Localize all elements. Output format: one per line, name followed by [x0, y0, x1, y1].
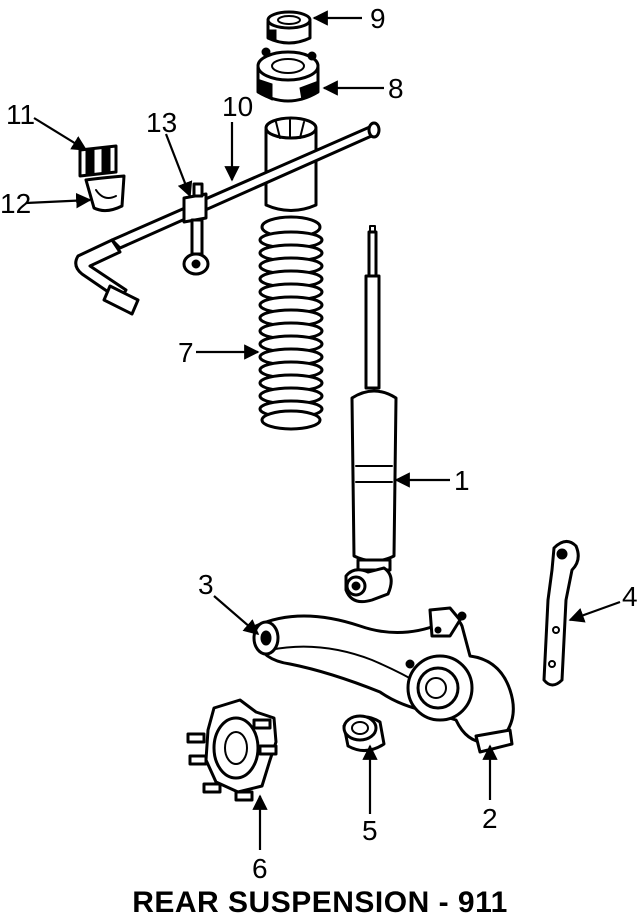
- callout-6: 6: [252, 853, 268, 884]
- part-4-tie-bar: [542, 540, 580, 687]
- callout-9: 9: [370, 3, 386, 34]
- callout-13: 13: [146, 107, 177, 138]
- leader-lines: [25, 10, 621, 850]
- callout-11: 11: [6, 99, 35, 130]
- part-12-bracket: [84, 174, 126, 213]
- callout-4: 4: [622, 581, 638, 612]
- callout-2: 2: [482, 803, 498, 834]
- wheel-stud: [258, 744, 278, 756]
- part-9-mount-cap: [266, 10, 312, 45]
- part-2-trailing-arm: [254, 606, 515, 754]
- part-8-spring-mount: [256, 47, 320, 103]
- stabilizer-bar: [74, 121, 381, 316]
- part-6-wheel-hub: [186, 698, 278, 802]
- callout-10: 10: [222, 91, 253, 122]
- callout-8: 8: [388, 73, 404, 104]
- wheel-stud: [202, 782, 222, 794]
- callout-labels: 9 8 10 11 12 13 7 1 3 4 5 2 6: [0, 3, 638, 884]
- callout-12: 12: [0, 188, 31, 219]
- part-3-bushing: [252, 620, 280, 656]
- callout-7: 7: [178, 337, 194, 368]
- part-5-wheel-bearing: [342, 714, 386, 752]
- part-11-bushing: [78, 144, 118, 178]
- part-13-link: [182, 182, 210, 276]
- part-1-shock-absorber: [344, 225, 398, 604]
- callout-3: 3: [198, 569, 214, 600]
- wheel-stud: [252, 718, 272, 730]
- callout-1: 1: [454, 465, 470, 496]
- wheel-stud: [186, 732, 206, 744]
- part-7-coil-spring: [258, 215, 324, 431]
- wheel-stud: [188, 754, 208, 766]
- callout-5: 5: [362, 815, 378, 846]
- wheel-stud: [234, 790, 254, 802]
- diagram-caption: REAR SUSPENSION - 911: [132, 886, 508, 919]
